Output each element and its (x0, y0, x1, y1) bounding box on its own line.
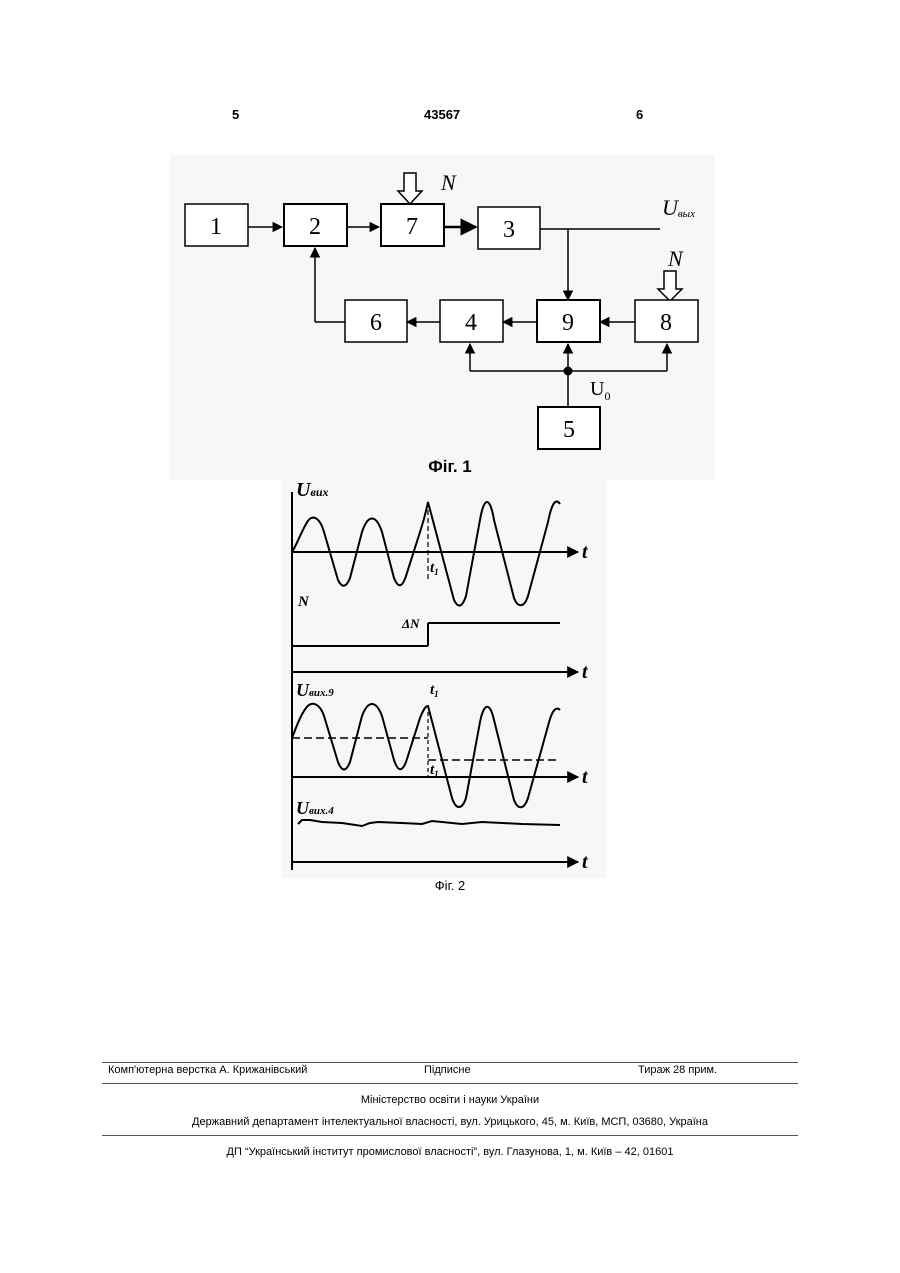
layout-credit: Комп'ютерна верстка А. Крижанівський (108, 1064, 307, 1076)
block-7-label: 7 (406, 214, 418, 240)
block-diagram: 1 2 7 3 6 4 9 8 5 N N Uвых U0 (170, 155, 715, 480)
delta-n-label: ΔN (401, 616, 420, 631)
ministry-line: Міністерство освіти і науки України (0, 1094, 900, 1106)
right-page-number: 6 (636, 107, 643, 122)
n-label: N (297, 594, 310, 610)
figure-2-caption: Фіг. 2 (0, 878, 900, 893)
n-input-label-right: N (667, 246, 684, 271)
department-line: Державний департамент інтелектуальної вл… (0, 1116, 900, 1128)
signed-note: Підписне (424, 1064, 471, 1076)
footer-rule-top (102, 1062, 798, 1063)
block-4-label: 4 (465, 310, 477, 336)
institute-line: ДП “Український інститут промислової вла… (0, 1146, 900, 1158)
block-3-label: 3 (503, 217, 515, 243)
n-input-label-top: N (440, 170, 457, 195)
block-2-label: 2 (309, 214, 321, 240)
footer-rule-middle (102, 1083, 798, 1084)
footer-rule-bottom (102, 1135, 798, 1136)
left-page-number: 5 (232, 107, 239, 122)
timing-diagram: Uвих t t1 N ΔN t t1 Uвих.9 t1 t Uвих.4 t (282, 480, 607, 878)
figure-1-caption: Фіг. 1 (0, 457, 900, 477)
block-5-label: 5 (563, 417, 575, 443)
block-9-label: 9 (562, 310, 574, 336)
block-1-label: 1 (210, 214, 222, 240)
block-6-label: 6 (370, 310, 382, 336)
patent-number: 43567 (424, 107, 460, 122)
block-8-label: 8 (660, 310, 672, 336)
circulation: Тираж 28 прим. (638, 1064, 717, 1076)
